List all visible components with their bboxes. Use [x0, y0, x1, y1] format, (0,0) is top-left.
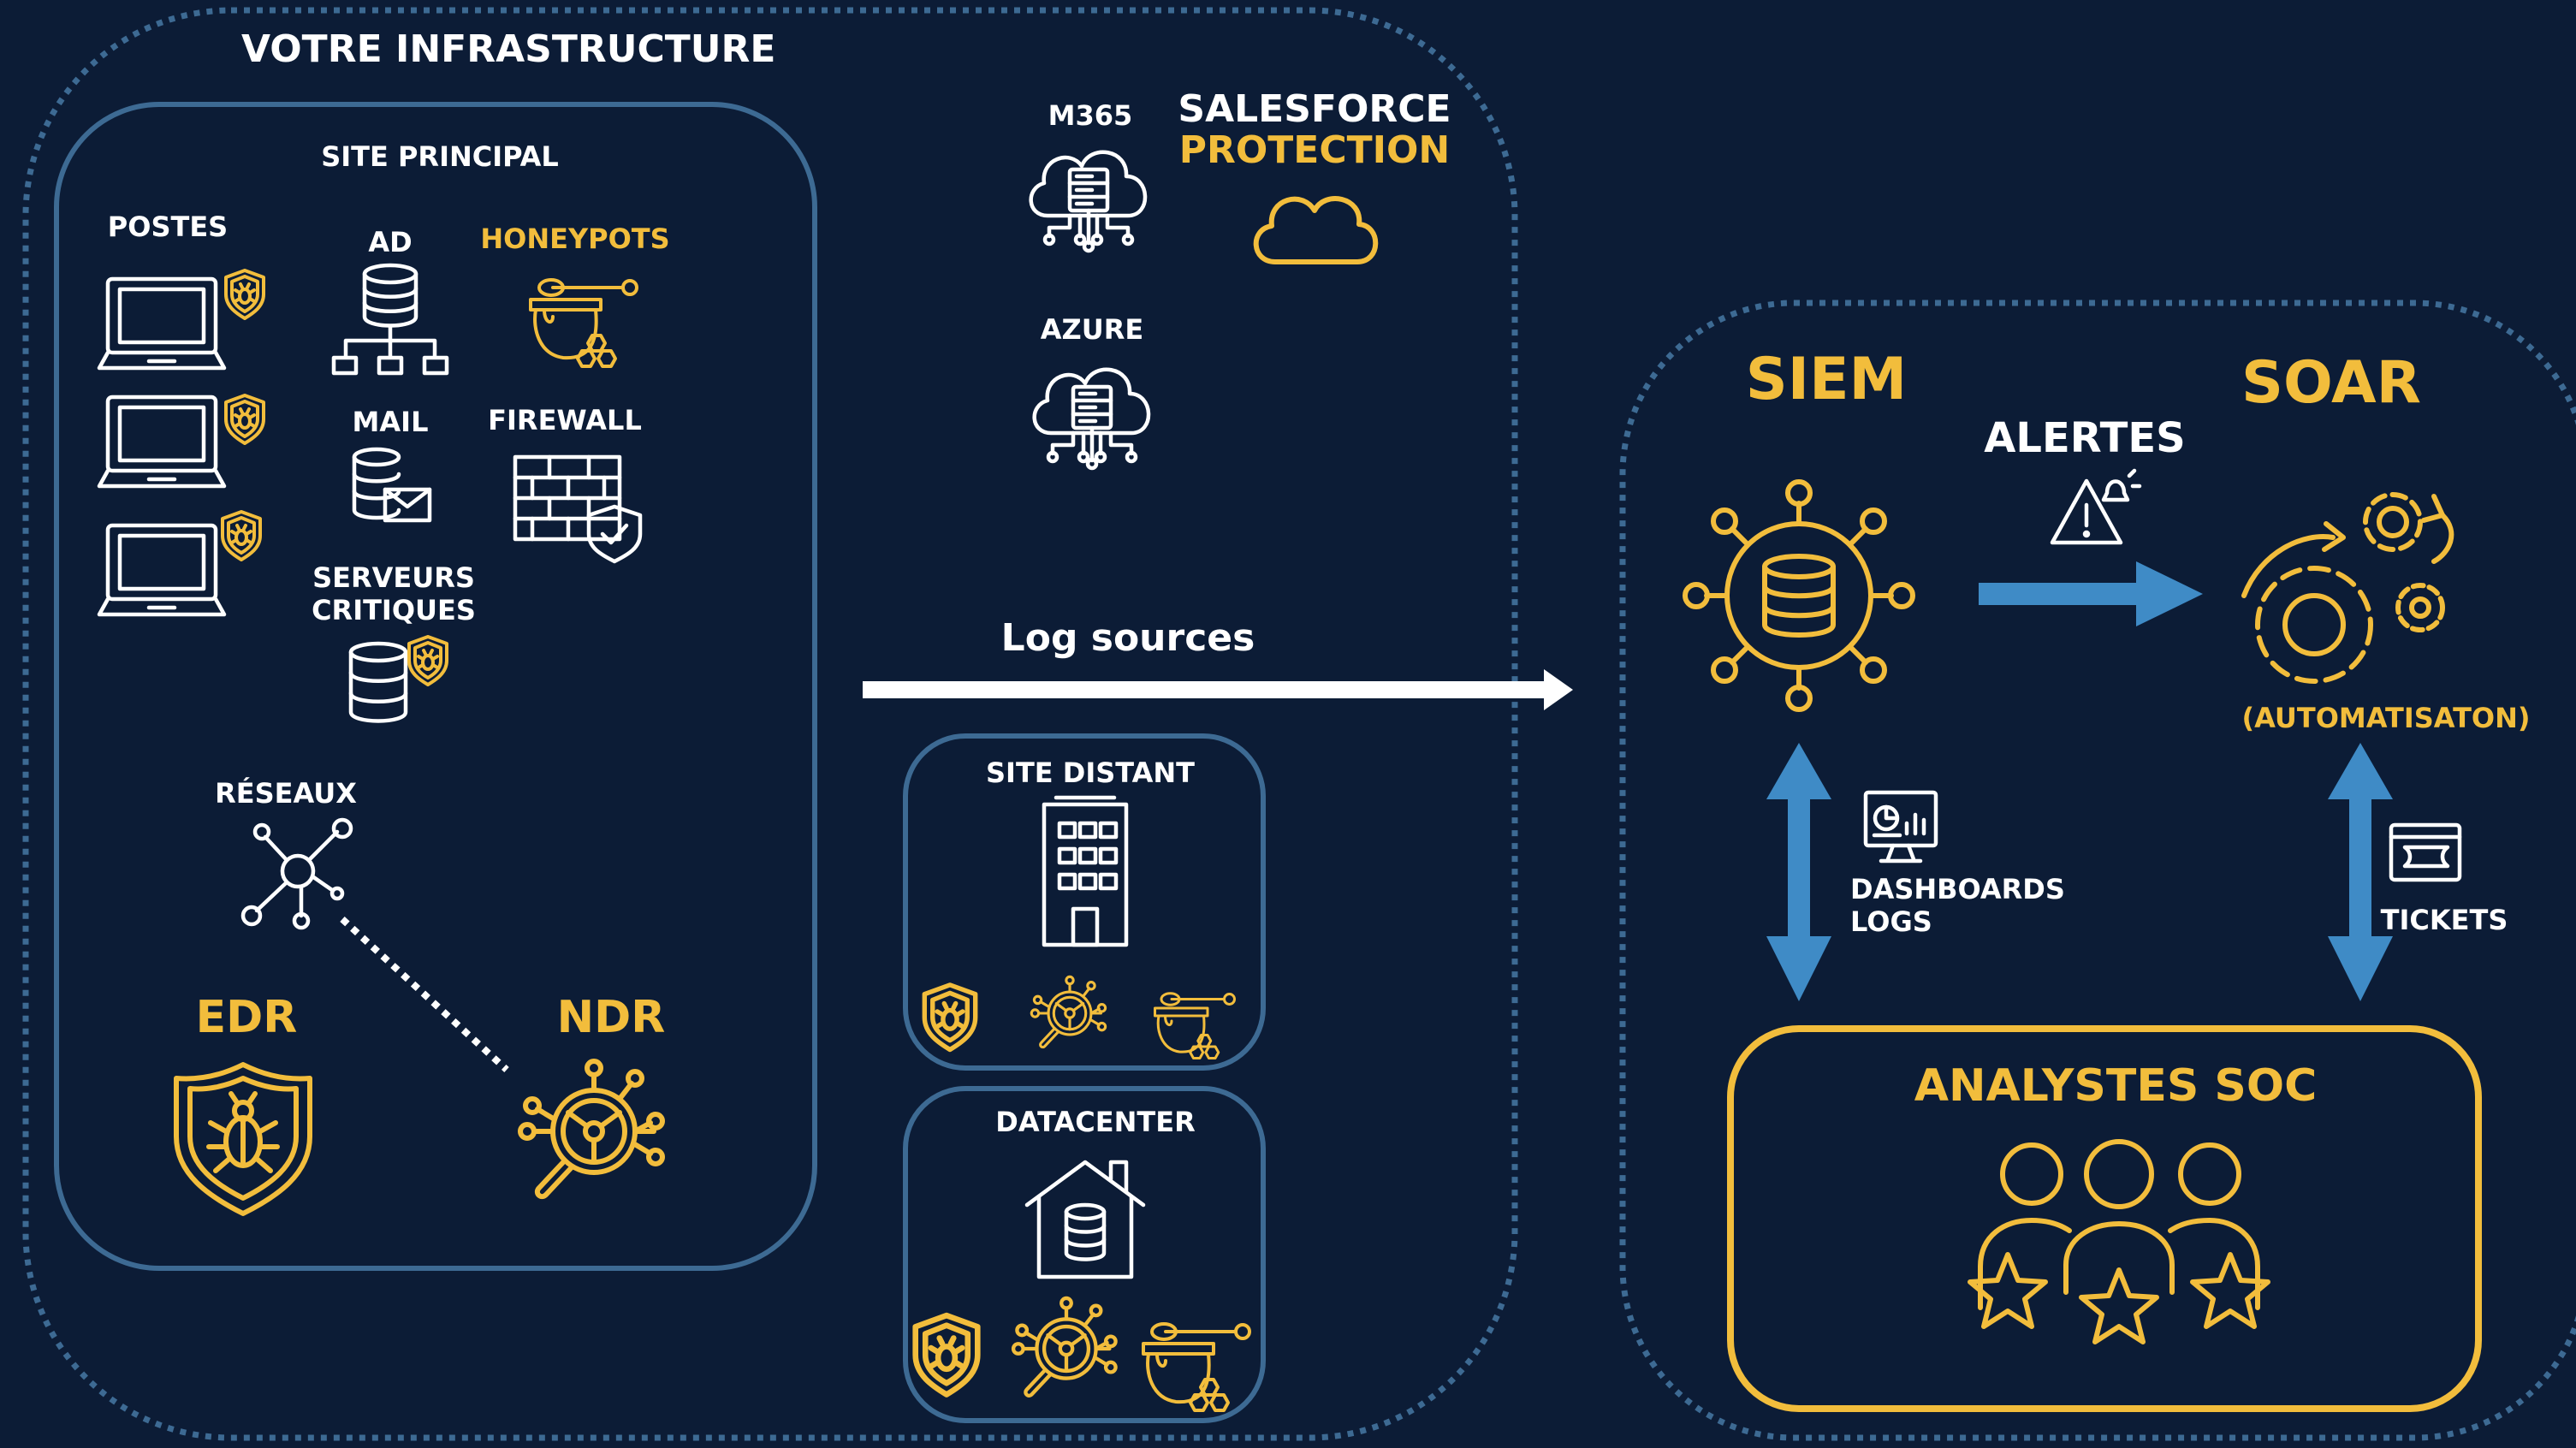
log-sources-arrow-head: [1544, 669, 1573, 710]
ndr-search-icon: [520, 1061, 662, 1196]
ndr-search-icon: [1013, 1298, 1116, 1396]
reseaux-ndr-dotted-link: [340, 917, 509, 1072]
ticket-icon: [2389, 822, 2462, 882]
honeypot-icon: [529, 278, 638, 368]
reseaux-label: RÉSEAUX: [215, 777, 357, 810]
firewall-label: FIREWALL: [488, 404, 642, 436]
infrastructure-title: VOTRE INFRASTRUCTURE: [241, 27, 775, 71]
datacenter-frame: [903, 1086, 1266, 1423]
salesforce-label-line1: SALESFORCE: [1178, 87, 1451, 131]
ndr-label: NDR: [557, 992, 666, 1043]
dashboards-label-line1: DASHBOARDS: [1850, 873, 2065, 905]
datacenter-title: DATACENTER: [995, 1106, 1195, 1138]
soc-frame: [1619, 300, 2576, 1441]
tickets-label: TICKETS: [2381, 904, 2508, 936]
dashboards-arrow-head-up: [1766, 743, 1831, 799]
mail-label: MAIL: [353, 406, 429, 438]
tickets-arrow-head-up: [2328, 743, 2393, 799]
honeypot-icon: [1142, 1322, 1251, 1412]
postes-label: POSTES: [108, 211, 228, 243]
shield-bug-icon: [916, 1315, 978, 1394]
ad-label: AD: [368, 226, 412, 258]
alert-triangle-icon: [2050, 468, 2142, 545]
alertes-label: ALERTES: [1984, 414, 2185, 462]
salesforce-label-line2: PROTECTION: [1179, 128, 1451, 172]
shield-bug-icon: [224, 269, 265, 320]
shield-bug-icon: [224, 394, 265, 445]
laptop-icon: [99, 397, 224, 486]
dashboards-label-line2: LOGS: [1850, 905, 1932, 938]
shield-bug-icon: [221, 510, 262, 561]
server-stack-icon: [348, 641, 408, 723]
serveurs-label-line1: SERVEURS: [312, 561, 475, 594]
siem-hub-icon: [1683, 479, 1915, 712]
laptop-icon: [99, 279, 224, 368]
analystes-soc-title: ANALYSTES SOC: [1914, 1060, 2318, 1112]
soar-label: SOAR: [2241, 349, 2421, 417]
firewall-icon: [513, 454, 643, 564]
serveurs-label-line2: CRITIQUES: [312, 594, 476, 626]
dashboards-arrow-head-down: [1766, 936, 1831, 1001]
site-principal-title: SITE PRINCIPAL: [321, 140, 559, 173]
database-network-icon: [331, 265, 449, 376]
log-sources-label: Log sources: [1001, 616, 1255, 660]
analystes-soc-frame: [1727, 1025, 2482, 1412]
cloud-server-icon: [1035, 370, 1149, 468]
tickets-arrow-head-down: [2328, 936, 2393, 1001]
soc-team-icon: [1968, 1139, 2270, 1344]
laptop-icon: [99, 525, 224, 614]
cloud-server-icon: [1031, 152, 1145, 251]
network-hub-icon: [240, 817, 353, 930]
gears-icon: [2241, 492, 2454, 684]
site-distant-frame: [903, 733, 1266, 1071]
alertes-arrow-head: [2136, 561, 2203, 626]
datacenter-house-icon: [1024, 1160, 1146, 1279]
site-principal-frame: [54, 102, 817, 1271]
edr-shield-icon: [174, 1062, 312, 1216]
azure-label: AZURE: [1041, 313, 1143, 346]
infrastructure-frame: [22, 7, 1518, 1441]
honeypots-label: HONEYPOTS: [480, 223, 669, 255]
honeypot-icon: [1154, 992, 1236, 1059]
shield-bug-icon: [407, 635, 448, 686]
building-icon: [1042, 795, 1129, 947]
dashboard-monitor-icon: [1863, 790, 1938, 863]
edr-label: EDR: [196, 992, 298, 1043]
cloud-outline-icon: [1253, 196, 1379, 264]
siem-label: SIEM: [1746, 346, 1907, 413]
site-distant-title: SITE DISTANT: [986, 757, 1195, 789]
automatisation-label: (AUTOMATISATON): [2241, 702, 2530, 734]
shield-bug-icon: [924, 985, 975, 1050]
mail-server-icon: [352, 447, 432, 523]
m365-label: M365: [1048, 99, 1133, 132]
ndr-search-icon: [1030, 975, 1107, 1049]
